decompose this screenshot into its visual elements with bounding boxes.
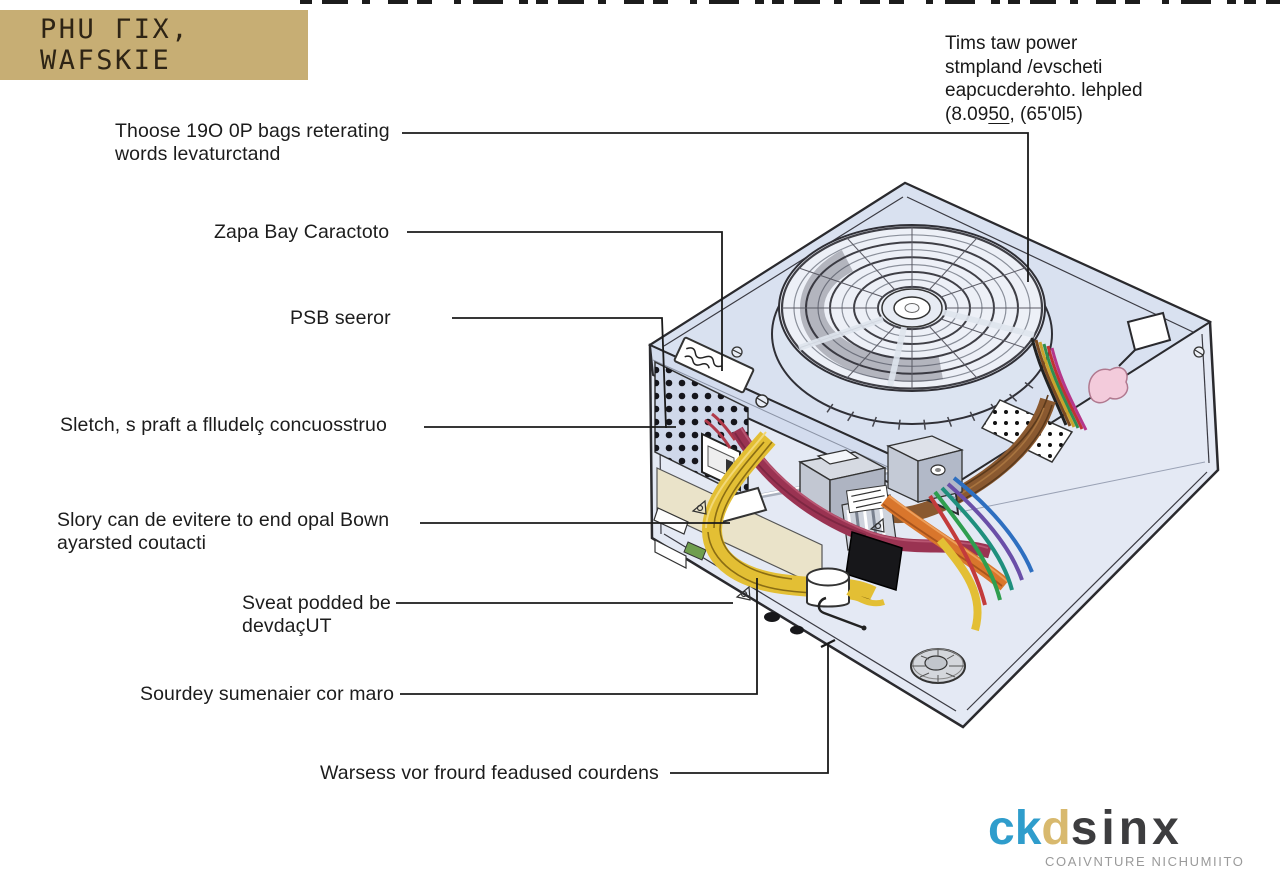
note-line4: (8.0950, (65'0l5) bbox=[945, 103, 1143, 127]
title-text: PHU ΓIX, WAFSKIE bbox=[40, 14, 191, 76]
capacitor bbox=[806, 567, 885, 608]
logo-part-ck: ck bbox=[988, 802, 1042, 855]
logo-subtitle: COAIVNTURE NICHUMIITO bbox=[1045, 854, 1245, 869]
ground-symbols bbox=[691, 499, 885, 601]
callout-label-4: Sletch, s praft a flludelç concuosstruo bbox=[60, 414, 387, 437]
control-block bbox=[886, 435, 964, 504]
title-box: PHU ΓIX, WAFSKIE bbox=[0, 10, 308, 80]
note-line3: eapcucderəhto. lehpled bbox=[945, 80, 1143, 101]
note-line4-underlined: 50 bbox=[988, 103, 1010, 125]
logo-wordmark: ckdsinx bbox=[988, 804, 1244, 854]
callout-label-2: Zapa Bay Caractoto bbox=[214, 221, 389, 244]
callout-label-5: Slory can de evitere to end opal Bown ay… bbox=[57, 509, 389, 554]
black-connector bbox=[845, 531, 903, 591]
floor-details bbox=[691, 499, 966, 684]
pink-wire-blob bbox=[1088, 366, 1129, 404]
fan-grille-spokes bbox=[782, 227, 1042, 389]
note-line4-post: , (65'0l5) bbox=[1009, 103, 1083, 125]
mounting-cutout bbox=[1126, 311, 1172, 352]
callout-label-6: Sveat podded be devdaçUT bbox=[242, 592, 391, 637]
leader-line-7 bbox=[400, 578, 758, 695]
leader-line-1 bbox=[402, 132, 1029, 282]
leader-lines bbox=[396, 132, 1029, 774]
note-line4-pre: (8.09 bbox=[945, 103, 989, 125]
callout-label-8: Warsess vor frourd feadused courdens bbox=[320, 762, 659, 785]
wires-from-control-block bbox=[928, 476, 1034, 632]
pcb-board bbox=[653, 467, 823, 589]
callout-label-6-line1: Sveat podded be bbox=[242, 592, 391, 614]
logo-part-sinx: sinx bbox=[1070, 802, 1183, 855]
leader-line-3 bbox=[452, 317, 667, 429]
fan-support-ribs bbox=[798, 309, 1035, 387]
callout-label-7-line1: Sourdey sumenaier cor maro bbox=[140, 683, 395, 705]
note-line1: Tims taw power bbox=[945, 33, 1078, 54]
callout-label-6-line2: devdaçUT bbox=[242, 614, 332, 637]
callout-label-5-line1: Slory can de evitere to end opal Bown bbox=[57, 509, 390, 531]
callout-label-3-line1: PSB seeror bbox=[290, 307, 391, 329]
mounting-disc bbox=[910, 648, 966, 684]
cooling-fan bbox=[771, 224, 1053, 430]
fan-hub bbox=[881, 288, 943, 328]
callout-label-1-line2: words levaturctand bbox=[115, 142, 281, 165]
wire-strands-multicolor bbox=[1030, 337, 1088, 431]
callout-label-2-line1: Zapa Bay Caractoto bbox=[214, 221, 390, 243]
component-label bbox=[845, 484, 890, 514]
note-line2: stmpland /evscheti bbox=[945, 56, 1103, 78]
logo: ckdsinx COAIVNTURE NICHUMIITO bbox=[988, 804, 1245, 870]
leader-line-2 bbox=[407, 231, 723, 371]
logo-part-d: d bbox=[1041, 802, 1071, 855]
callout-label-4-line1: Sletch, s praft a flludelç concuosstruo bbox=[60, 414, 387, 436]
callout-label-7: Sourdey sumenaier cor maro bbox=[140, 683, 394, 706]
callout-label-5-line2: ayarsted coutacti bbox=[57, 531, 207, 554]
leader-line-8 bbox=[670, 643, 829, 774]
callout-label-8-line1: Warsess vor frourd feadused courdens bbox=[320, 762, 659, 784]
callout-label-3: PSB seeror bbox=[290, 307, 391, 330]
callout-label-1-line1: Thoose 19O 0P bags reterating bbox=[115, 120, 390, 142]
callout-label-1: Thoose 19O 0P bags reterating words leva… bbox=[115, 120, 390, 165]
top-right-note: Tims taw power stmpland /evscheti eapcuc… bbox=[945, 32, 1143, 126]
vent-panel bbox=[654, 360, 749, 500]
label-plate bbox=[673, 336, 755, 394]
